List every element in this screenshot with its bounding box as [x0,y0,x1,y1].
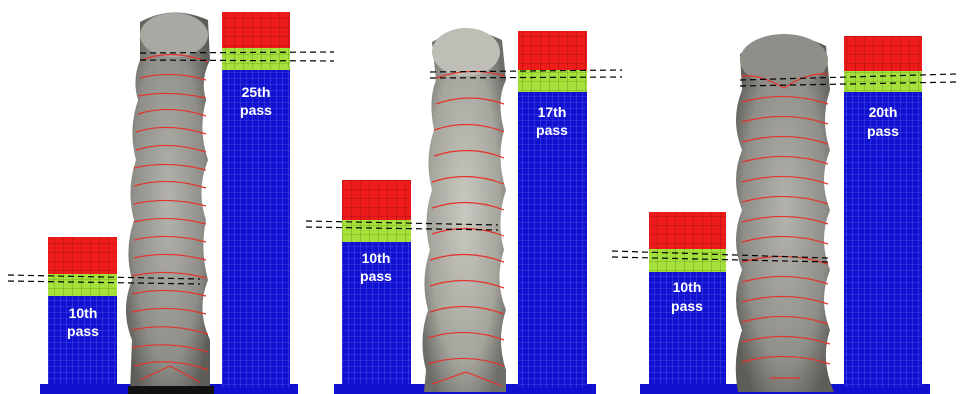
group-2: 10th pass [306,28,622,394]
pass-label-line2: pass [360,268,392,284]
group-1: 10th pass [8,12,334,394]
pass-label-line1: 25th [242,84,271,100]
pass-label-line2: pass [867,123,899,139]
pass-label-line1: 17th [538,104,567,120]
pass-label-line2: pass [536,122,568,138]
pass-label-line2: pass [67,323,99,339]
tall-column-2: 17th pass [518,31,587,388]
pass-label-line1: 10th [362,250,391,266]
group-3: 10th pass [612,34,956,394]
short-column-3: 10th pass [649,212,726,388]
wall-sample-2 [422,28,506,392]
wall-sample-1 [126,12,214,394]
tall-column-3: 20th pass [844,36,922,388]
pass-label-line2: pass [671,298,703,314]
pass-label-line2: pass [240,102,272,118]
wall-sample-3 [736,34,834,392]
tall-column-1: 25th pass [222,12,290,388]
short-column-1: 10th pass [48,237,117,388]
short-column-2: 10th pass [342,180,411,388]
pass-label-line1: 20th [869,104,898,120]
pass-label-line1: 10th [673,279,702,295]
pass-label-line1: 10th [69,305,98,321]
